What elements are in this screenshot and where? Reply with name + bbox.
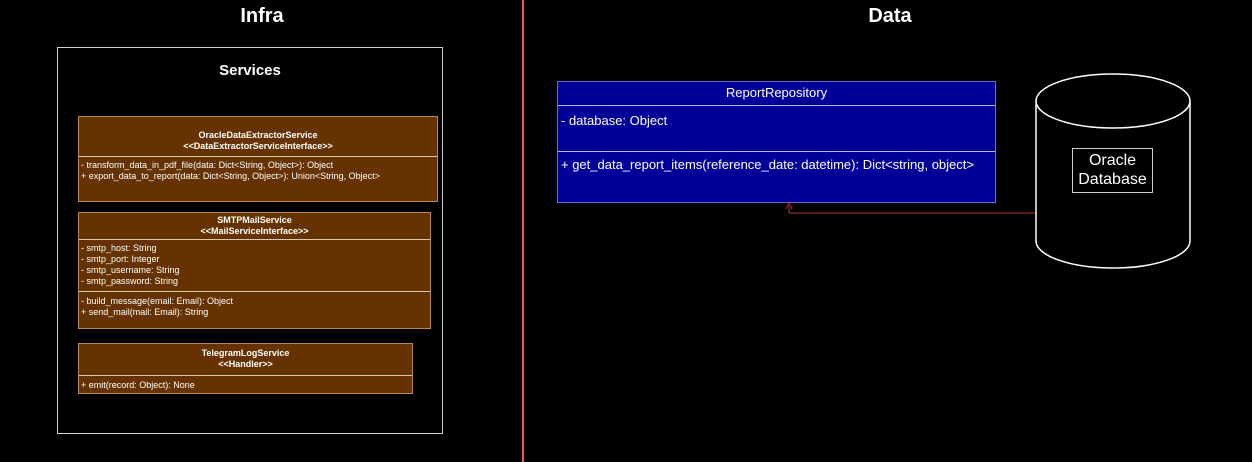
attribute-row: - database: Object [561, 113, 668, 128]
oracle-extractor-name: OracleDataExtractorService [198, 130, 318, 140]
class-separator [79, 156, 437, 157]
method-row: + emit(record: Object): None [81, 380, 195, 390]
data-section-title: Data [868, 5, 912, 27]
smtp-mail-class[interactable]: SMTPMailService <<MailServiceInterface>>… [78, 212, 431, 329]
section-divider [522, 0, 524, 462]
oracle-extractor-class[interactable]: OracleDataExtractorService <<DataExtract… [78, 116, 438, 202]
infra-section-title: Infra [240, 5, 284, 27]
class-separator [79, 375, 412, 376]
telegram-log-class[interactable]: TelegramLogService <<Handler>> + emit(re… [78, 343, 413, 394]
attribute-row: - smtp_username: String [81, 265, 180, 275]
method-row: + export_data_to_report(data: Dict<Strin… [81, 171, 380, 181]
attribute-row: - smtp_password: String [81, 276, 179, 286]
arrow-head [785, 201, 793, 210]
database-cylinder-icon[interactable] [1035, 73, 1191, 269]
method-row: + send_mail(mail: Email): String [81, 307, 209, 317]
report-repository-name: ReportRepository [725, 85, 828, 100]
database-label-line1: Oracle [1088, 152, 1137, 169]
smtp-mail-stereotype: <<MailServiceInterface>> [200, 226, 309, 236]
report-repository-class[interactable]: ReportRepository - database: Object + ge… [557, 81, 996, 203]
method-row: - transform_data_in_pdf_file(data: Dict<… [81, 160, 334, 170]
telegram-log-stereotype: <<Handler>> [218, 359, 273, 369]
method-row: + get_data_report_items(reference_date: … [561, 157, 974, 172]
telegram-log-name: TelegramLogService [201, 348, 290, 358]
dependency-arrow [788, 206, 1036, 214]
attribute-row: - smtp_port: Integer [81, 254, 160, 264]
services-title: Services [219, 62, 281, 79]
class-separator [558, 151, 995, 152]
method-row: - build_message(email: Email): Object [81, 296, 234, 306]
attribute-row: - smtp_host: String [81, 243, 157, 253]
oracle-extractor-stereotype: <<DataExtractorServiceInterface>> [183, 141, 333, 151]
class-separator [79, 239, 430, 240]
class-separator [79, 291, 430, 292]
smtp-mail-name: SMTPMailService [217, 215, 292, 225]
class-separator [558, 105, 995, 106]
services-package[interactable] [57, 47, 443, 434]
database-label-line2: Database [1078, 171, 1147, 188]
database-label: Oracle Database [1072, 148, 1153, 193]
